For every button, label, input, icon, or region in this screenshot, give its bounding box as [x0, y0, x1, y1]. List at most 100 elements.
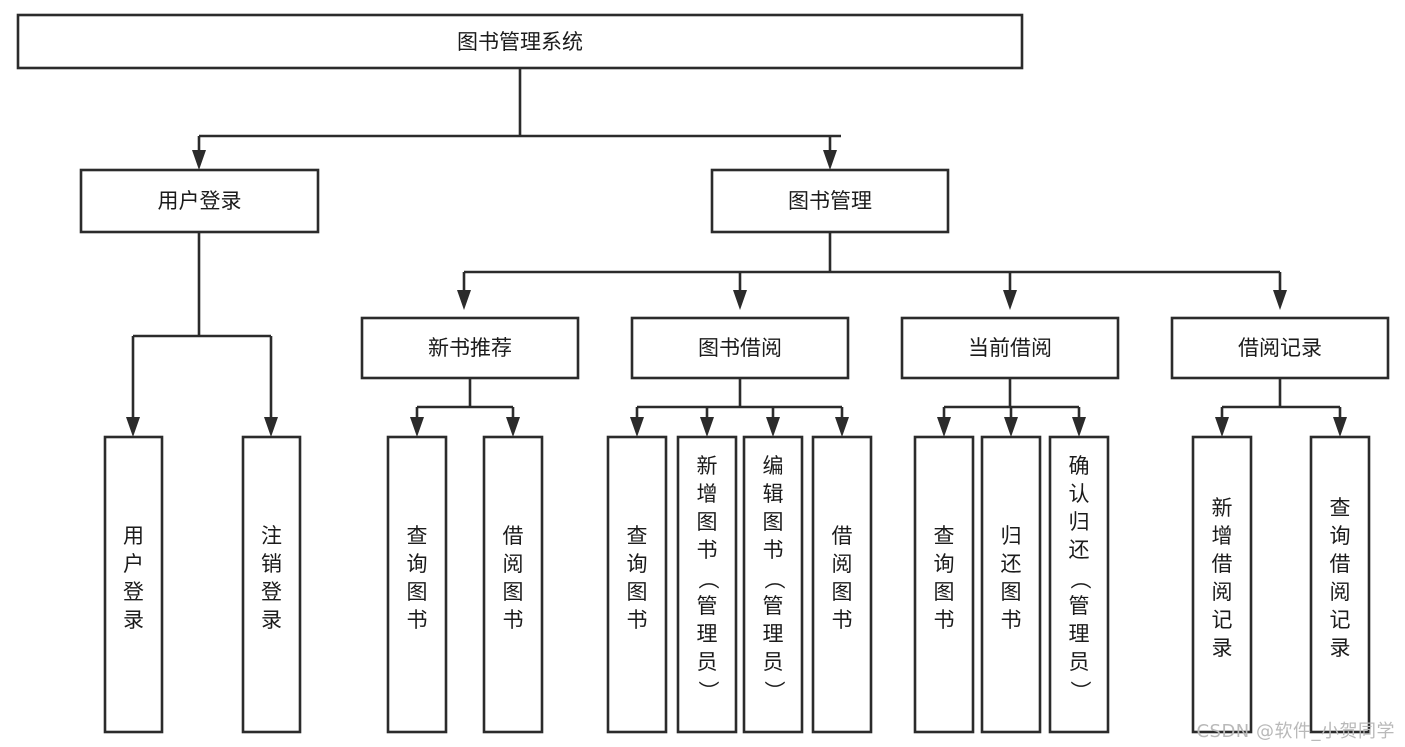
leaf-label-char: 询 — [407, 552, 428, 576]
leaf-label-char: 书 — [763, 538, 784, 562]
leaf-box[interactable] — [386, 435, 448, 734]
leaf-label-char: 记 — [1330, 608, 1351, 632]
leaf-box[interactable] — [913, 435, 975, 734]
leaf-label-char: （ — [762, 569, 786, 590]
leaf-label-char: 管 — [763, 594, 784, 618]
arrow-head-icon — [733, 290, 747, 310]
node-borrow-record[interactable]: 借阅记录 — [1170, 316, 1390, 380]
node-new-book-recommend[interactable]: 新书推荐 — [360, 316, 580, 380]
leaf-label-char: （ — [1068, 569, 1092, 590]
node-current-borrow-label: 当前借阅 — [968, 336, 1052, 360]
node-new-book-recommend-label: 新书推荐 — [428, 336, 512, 360]
leaf-label-char: 注 — [261, 524, 282, 548]
arrow-head-icon — [937, 417, 951, 437]
leaf-label-char: 图 — [697, 510, 718, 534]
arrow-head-icon — [835, 417, 849, 437]
arrow-head-icon — [1003, 290, 1017, 310]
connector-newbook-to-leaves — [410, 378, 520, 437]
node-book-borrow-box[interactable] — [630, 316, 850, 380]
connector-bookborrow-to-leaves — [630, 378, 849, 437]
leaf-label-char: （ — [696, 569, 720, 590]
leaf-label-char: 员 — [763, 650, 784, 674]
arrow-head-icon — [1072, 417, 1086, 437]
leaf-label-char: 增 — [697, 482, 718, 506]
leaf-label-char: 图 — [407, 580, 428, 604]
leaf-box[interactable] — [482, 435, 544, 734]
leaf-label-char: 记 — [1212, 608, 1233, 632]
arrow-head-icon — [700, 417, 714, 437]
leaf-box[interactable] — [676, 435, 738, 734]
leaf-node[interactable]: 用户登录 — [103, 435, 164, 734]
leaf-label-char: 书 — [1001, 608, 1022, 632]
leaf-label-char: ） — [1068, 681, 1092, 702]
leaf-box[interactable] — [1309, 435, 1371, 734]
connector-borrowrecord-to-leaves — [1215, 378, 1347, 437]
leaf-label-char: 理 — [697, 622, 718, 646]
leaf-box[interactable] — [1048, 435, 1110, 734]
leaf-label-char: 员 — [1069, 650, 1090, 674]
leaf-label-char: 管 — [1069, 594, 1090, 618]
arrow-head-icon — [126, 417, 140, 437]
leaf-box[interactable] — [606, 435, 668, 734]
leaf-box[interactable] — [1191, 435, 1253, 734]
node-book-management[interactable]: 图书管理 — [710, 168, 950, 234]
node-book-management-box[interactable] — [710, 168, 950, 234]
node-root[interactable]: 图书管理系统 — [16, 13, 1024, 70]
leaf-label-char: 书 — [934, 608, 955, 632]
leaf-label-char: 图 — [763, 510, 784, 534]
node-root-box[interactable] — [16, 13, 1024, 70]
leaf-label-char: 询 — [934, 552, 955, 576]
leaf-label-char: 查 — [627, 524, 648, 548]
leaf-box[interactable] — [241, 435, 302, 734]
node-new-book-recommend-box[interactable] — [360, 316, 580, 380]
node-book-borrow[interactable]: 图书借阅 — [630, 316, 850, 380]
node-borrow-record-box[interactable] — [1170, 316, 1390, 380]
leaf-label-char: 图 — [627, 580, 648, 604]
leaf-label-char: 书 — [697, 538, 718, 562]
leaf-box[interactable] — [811, 435, 873, 734]
leaf-label-char: 书 — [627, 608, 648, 632]
leaf-box[interactable] — [742, 435, 804, 734]
arrow-head-icon — [410, 417, 424, 437]
leaf-label-char: 书 — [832, 608, 853, 632]
node-user-login[interactable]: 用户登录 — [79, 168, 320, 234]
leaf-label-char: 辑 — [763, 482, 784, 506]
leaf-box[interactable] — [103, 435, 164, 734]
leaf-label-char: 借 — [1212, 552, 1233, 576]
leaf-label-char: 图 — [832, 580, 853, 604]
arrow-head-icon — [1215, 417, 1229, 437]
leaf-label-char: 查 — [1330, 496, 1351, 520]
leaf-box[interactable] — [980, 435, 1042, 734]
node-current-borrow[interactable]: 当前借阅 — [900, 316, 1120, 380]
node-current-borrow-box[interactable] — [900, 316, 1120, 380]
leaf-label-char: 户 — [123, 552, 144, 576]
leaf-label-vertical: 用户登录 — [123, 524, 144, 632]
arrow-head-icon — [1004, 417, 1018, 437]
node-user-login-box[interactable] — [79, 168, 320, 234]
leaf-label-char: 录 — [1330, 636, 1351, 660]
arrow-head-icon — [766, 417, 780, 437]
leaf-label-char: 用 — [123, 524, 144, 548]
